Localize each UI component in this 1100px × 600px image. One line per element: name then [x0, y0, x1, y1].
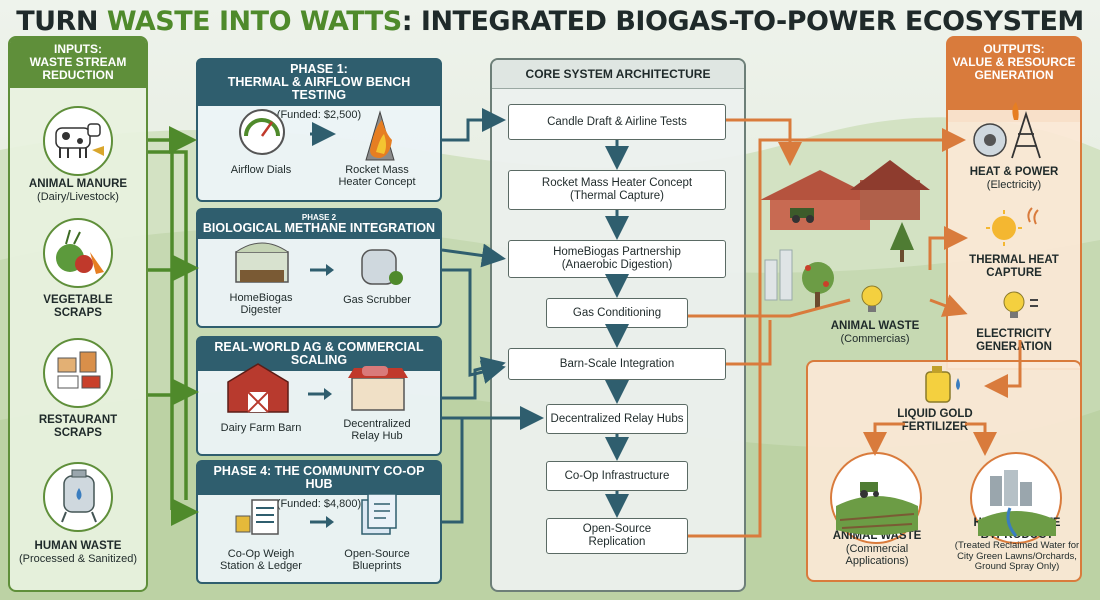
core-box-homebiogas: HomeBiogas Partnership(Anaerobic Digesti… [508, 240, 726, 278]
phase-2-panel: PHASE 2 BIOLOGICAL METHANE INTEGRATION H… [196, 208, 442, 328]
cow-icon [43, 106, 113, 176]
core-box-relay-hubs: Decentralized Relay Hubs [546, 404, 688, 434]
input-human-waste: HUMAN WASTE(Processed & Sanitized) [19, 540, 137, 565]
phase-3-header: REAL-WORLD AG & COMMERCIAL SCALING [198, 338, 440, 371]
food-containers-icon [43, 338, 113, 408]
phase-4-panel: PHASE 4: THE COMMUNITY CO-OP HUB (Funded… [196, 460, 442, 584]
mid-animal-waste: ANIMAL WASTE(Commercias) [830, 320, 920, 345]
phase-2-header: PHASE 2 BIOLOGICAL METHANE INTEGRATION [198, 210, 440, 239]
phase-4-funded: (Funded: $4,800) [276, 498, 362, 510]
core-box-candle-draft: Candle Draft & Airline Tests [508, 104, 726, 140]
phase-3-panel: REAL-WORLD AG & COMMERCIAL SCALING Dairy… [196, 336, 442, 456]
page-title: TURN WASTE INTO WATTS: INTEGRATED BIOGAS… [16, 6, 1084, 37]
gas-scrubber-label: Gas Scrubber [343, 294, 411, 306]
airflow-dials-label: Airflow Dials [230, 164, 292, 176]
core-box-rocket-mass: Rocket Mass Heater Concept(Thermal Captu… [508, 170, 726, 210]
input-animal-manure: ANIMAL MANURE(Dairy/Livestock) [28, 178, 128, 203]
core-box-barn-scale: Barn-Scale Integration [508, 348, 726, 380]
phase-1-funded: (Funded: $2,500) [276, 109, 362, 121]
phase-1-header: PHASE 1: THERMAL & AIRFLOW BENCH TESTING [198, 60, 440, 106]
tank-icon [43, 462, 113, 532]
core-box-coop-infrastructure: Co-Op Infrastructure [546, 461, 688, 491]
phase-1-panel: PHASE 1: THERMAL & AIRFLOW BENCH TESTING… [196, 58, 442, 202]
inputs-header: INPUTS: WASTE STREAM REDUCTION [10, 38, 146, 88]
core-box-gas-conditioning: Gas Conditioning [546, 298, 688, 328]
vegetables-icon [43, 218, 113, 288]
core-system-header: CORE SYSTEM ARCHITECTURE [492, 60, 744, 89]
phase-4-header: PHASE 4: THE COMMUNITY CO-OP HUB [198, 462, 440, 495]
output-heat-power: HEAT & POWER(Electricity) [969, 166, 1059, 191]
dairy-farm-barn-label: Dairy Farm Barn [220, 422, 302, 434]
